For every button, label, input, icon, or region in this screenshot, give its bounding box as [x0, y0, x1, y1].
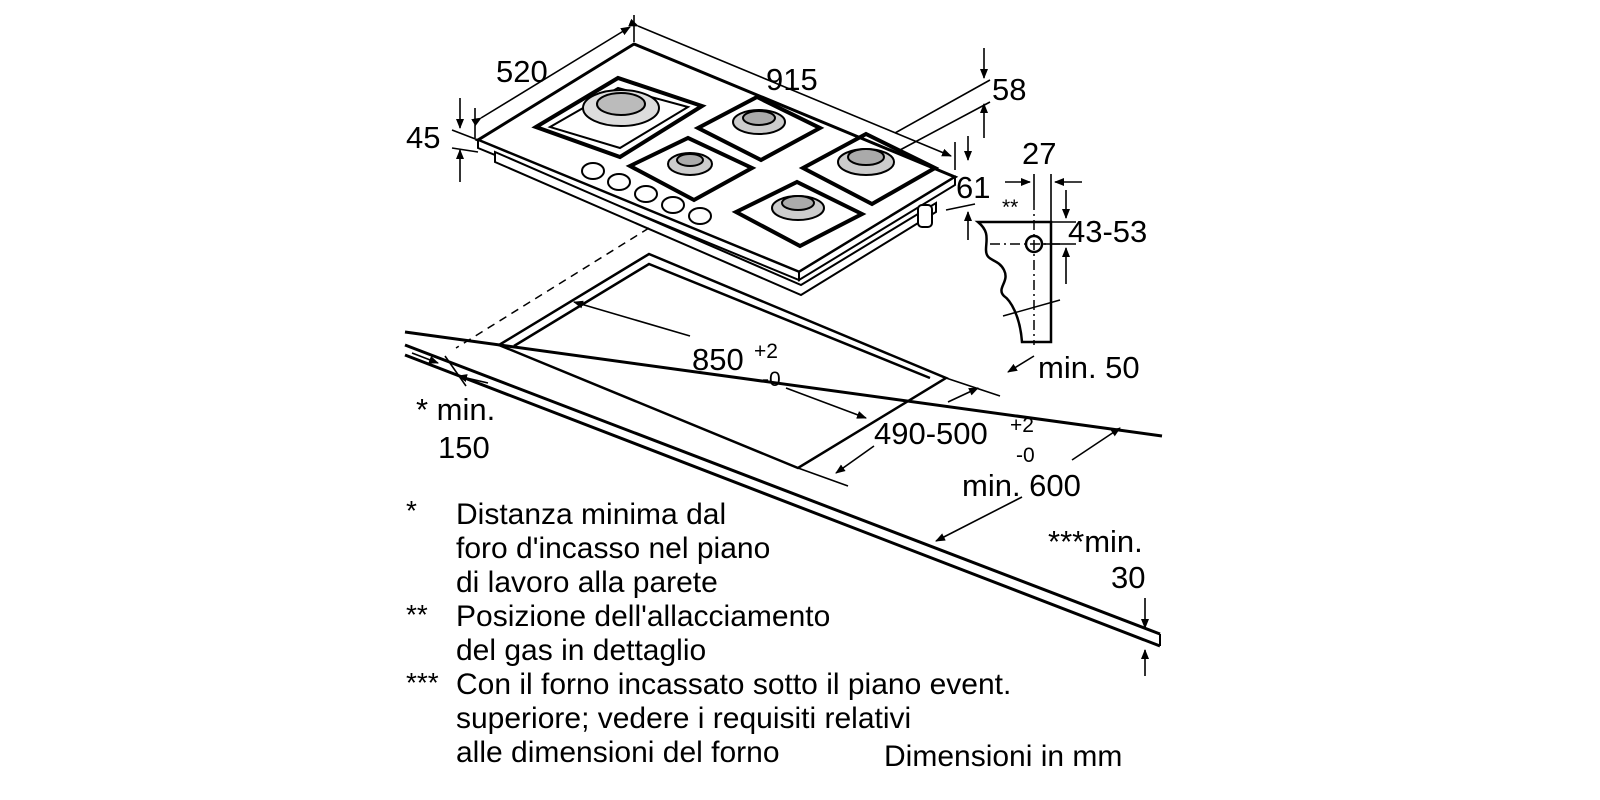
- dim-cutout-depth-tol-plus: +2: [1010, 414, 1034, 437]
- dim-min-below-line2: 30: [1111, 560, 1145, 595]
- dim-cutout-width-label: 850: [692, 342, 744, 377]
- note-3-line-3: alle dimensioni del forno: [456, 736, 780, 769]
- dim-min-below-line1: ***min.: [1048, 524, 1143, 559]
- dimension-labels: 520 915 45 58 61 27 ** 43-53 850 +2 -0 4…: [406, 54, 1147, 595]
- dim-cutout-depth-tol-minus: -0: [1016, 444, 1035, 467]
- dim-min-side-line1: * min.: [416, 392, 495, 427]
- dim-width-label: 915: [766, 62, 818, 97]
- dim-min-back-label: min. 50: [1038, 350, 1140, 385]
- dim-gas-height-label: 43-53: [1068, 214, 1147, 249]
- note-2-line-1: Posizione dell'allacciamento: [456, 600, 831, 633]
- dim-height-back-label: 58: [992, 72, 1026, 107]
- note-3-line-2: superiore; vedere i requisiti relativi: [456, 702, 912, 735]
- dim-cutout-width-tol-plus: +2: [754, 340, 778, 363]
- note-1-line-3: di lavoro alla parete: [456, 566, 718, 599]
- dim-min-side-line2: 150: [438, 430, 490, 465]
- dim-cutout-width-tol-minus: -0: [762, 368, 781, 391]
- dim-rear-offset-label: 61: [956, 170, 990, 205]
- gas-connector: [917, 204, 933, 228]
- note-3-line-1: Con il forno incassato sotto il piano ev…: [456, 668, 1012, 701]
- note-1-line-1: Distanza minima dal: [456, 498, 727, 531]
- worktop: [404, 330, 1163, 648]
- dim-cutout-depth-label: 490-500: [874, 416, 988, 451]
- dim-depth-label: 520: [496, 54, 548, 89]
- dim-min-worktop-label: min. 600: [962, 468, 1081, 503]
- dimension-lines: [411, 15, 1149, 676]
- note-3-mark: ***: [406, 667, 439, 698]
- gas-detail-marker: **: [1002, 196, 1018, 219]
- dim-gas-offset-label: 27: [1022, 136, 1056, 171]
- gas-connection-detail: [974, 200, 1061, 345]
- control-knobs: [581, 162, 712, 225]
- note-1-line-2: foro d'incasso nel piano: [456, 532, 771, 565]
- note-2-mark: **: [406, 599, 428, 630]
- note-1-mark: *: [406, 495, 417, 526]
- dim-height-front-label: 45: [406, 120, 440, 155]
- note-2-line-2: del gas in dettaglio: [456, 634, 707, 667]
- units-label: Dimensioni in mm: [884, 740, 1123, 773]
